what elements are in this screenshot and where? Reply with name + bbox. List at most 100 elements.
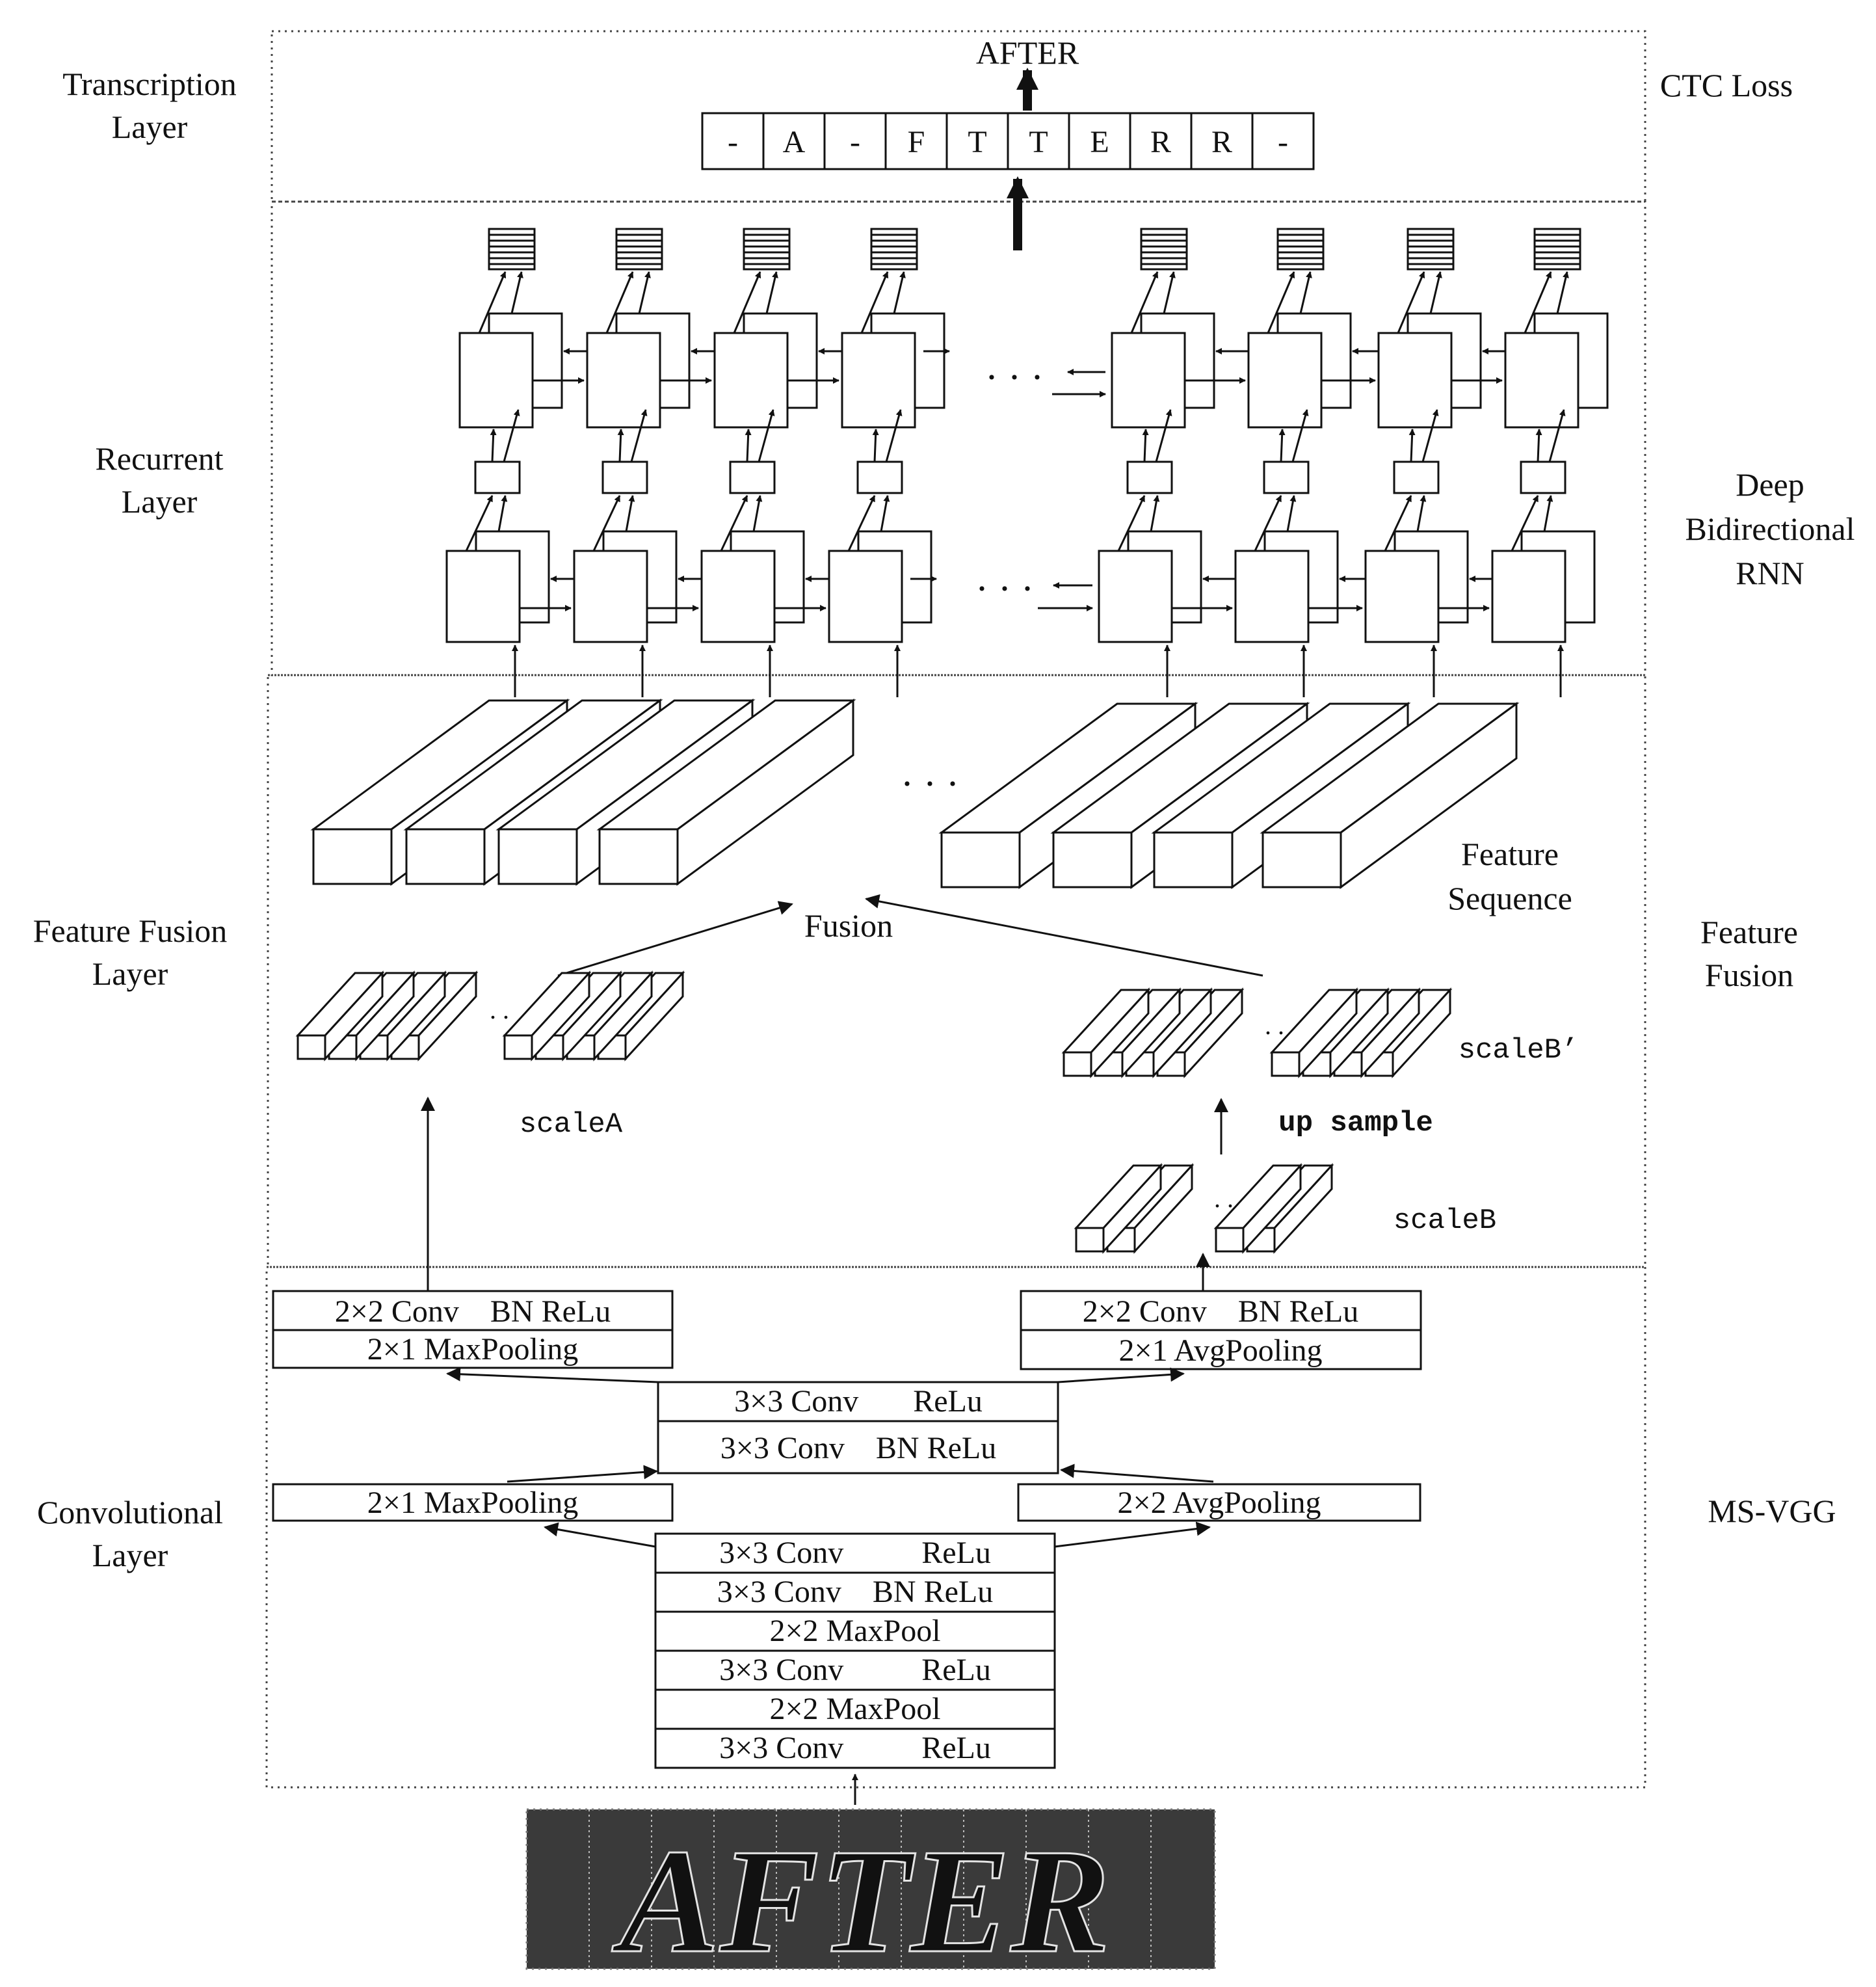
rnn-connector bbox=[474, 460, 521, 494]
output-probability-stack bbox=[1407, 228, 1455, 271]
feature-map-group bbox=[1061, 987, 1245, 1078]
conv-stack-row-label: 2×2 MaxPool bbox=[769, 1614, 940, 1648]
output-text: AFTER bbox=[976, 34, 1079, 71]
rnn-connector bbox=[729, 460, 776, 494]
conv-stack: 3×3 Conv ReLu 3×3 Conv BN ReLu 2×2 MaxPool… bbox=[654, 1532, 1056, 1769]
right-pool-to-middle-arrow bbox=[1060, 1463, 1214, 1483]
rnn-connector bbox=[856, 460, 903, 494]
middle-upper-conv-bn-label: 3×3 Conv BN ReLu bbox=[720, 1431, 996, 1465]
ctc-cell: A bbox=[762, 112, 826, 170]
right-pool-block: 2×2 AvgPooling bbox=[1017, 1483, 1421, 1522]
left-pool-label: 2×1 MaxPooling bbox=[367, 1486, 578, 1520]
feature-map-group bbox=[502, 970, 685, 1061]
rnn-connector bbox=[1520, 460, 1566, 494]
rnn-cell bbox=[445, 530, 550, 643]
conv-stack-row bbox=[654, 1727, 1056, 1769]
scale-b-to-fusion-arrow bbox=[865, 894, 1263, 977]
rnn-ellipsis-top: · · · bbox=[985, 356, 1044, 399]
output-probability-stack bbox=[743, 228, 791, 271]
right-branch-pool-label: 2×1 AvgPooling bbox=[1119, 1333, 1323, 1368]
left-branch-pool-label: 2×1 MaxPooling bbox=[367, 1332, 578, 1367]
scale-b-label: scaleB bbox=[1394, 1205, 1496, 1237]
conv-stack-row bbox=[654, 1649, 1056, 1691]
conv-stack-row-label: 3×3 Conv BN ReLu bbox=[717, 1575, 993, 1609]
rnn-cell bbox=[1098, 530, 1202, 643]
rnn-cell bbox=[841, 312, 945, 429]
ctc-cell-label: R bbox=[1150, 125, 1171, 159]
rnn-ellipsis-bottom: · · · bbox=[975, 567, 1034, 610]
rnn-cell bbox=[586, 312, 691, 429]
left-pool-block: 2×1 MaxPooling bbox=[272, 1483, 674, 1522]
feature-sequence-bar bbox=[1260, 702, 1520, 889]
output-probability-stack bbox=[488, 228, 536, 271]
up-sample-label: up sample bbox=[1278, 1107, 1433, 1140]
scale-feature-maps: . . . . . . bbox=[295, 970, 1453, 1254]
conv-stack-row bbox=[654, 1610, 1056, 1652]
convolutional-frame bbox=[265, 1266, 1646, 1789]
rnn-cell bbox=[1111, 312, 1215, 429]
feature-map-group bbox=[1213, 1163, 1334, 1254]
ctc-cell-label: F bbox=[908, 125, 925, 159]
ctc-cell-label: A bbox=[783, 125, 806, 159]
ctc-cell: R bbox=[1190, 112, 1254, 170]
output-probability-stack bbox=[1533, 228, 1581, 271]
left-branch-conv-label: 2×2 Conv BN ReLu bbox=[335, 1294, 611, 1329]
scale-a-to-fusion-arrow bbox=[557, 901, 793, 977]
conv-stack-row bbox=[654, 1571, 1056, 1613]
rnn-connector bbox=[1393, 460, 1440, 494]
fusion-label: Fusion bbox=[804, 907, 893, 944]
ctc-cell: T bbox=[1007, 112, 1070, 170]
feature-map-group bbox=[1074, 1163, 1195, 1254]
conv-stack-row-label: 3×3 Conv ReLu bbox=[719, 1653, 991, 1687]
middle-to-left-branch-arrow bbox=[446, 1367, 659, 1383]
ctc-cell-label: - bbox=[850, 125, 860, 159]
ctc-cell: E bbox=[1068, 112, 1131, 170]
rnn-cell bbox=[1247, 312, 1352, 429]
left-pool-to-middle-arrow bbox=[507, 1465, 658, 1483]
middle-upper-conv-relu-label: 3×3 Conv ReLu bbox=[734, 1384, 983, 1419]
scale-b-prime-ellipsis: . . bbox=[1265, 1011, 1284, 1040]
ctc-cell-label: T bbox=[1029, 125, 1048, 159]
right-branch-block: 2×2 Conv BN ReLu 2×1 AvgPooling bbox=[1020, 1290, 1422, 1370]
ctc-cell: - bbox=[701, 112, 765, 170]
input-word-image: AFTER bbox=[525, 1808, 1216, 1985]
rnn-cell bbox=[458, 312, 563, 429]
middle-to-right-branch-arrow bbox=[1057, 1367, 1185, 1383]
ctc-cell-label: E bbox=[1090, 125, 1109, 159]
rnn-cell bbox=[828, 530, 932, 643]
recurrent-cells bbox=[445, 228, 1609, 697]
rnn-cell bbox=[1504, 312, 1609, 429]
ctc-cell-label: - bbox=[728, 125, 738, 159]
output-probability-stack bbox=[615, 228, 663, 271]
output-probability-stack bbox=[1276, 228, 1325, 271]
rnn-cell bbox=[1377, 312, 1482, 429]
ctc-cell: F bbox=[884, 112, 948, 170]
output-probability-stack bbox=[870, 228, 918, 271]
right-pool-label: 2×2 AvgPooling bbox=[1118, 1486, 1321, 1520]
output-probability-stack bbox=[1140, 228, 1188, 271]
rnn-connector bbox=[1126, 460, 1173, 494]
rnn-cell bbox=[713, 312, 818, 429]
feature-fusion-frame bbox=[267, 674, 1646, 1268]
input-image-slices bbox=[588, 1809, 1152, 1969]
conv-stack-row-label: 3×3 Conv ReLu bbox=[719, 1731, 991, 1765]
feature-sequence-bar bbox=[596, 699, 856, 886]
ms-vgg-label: MS-VGG bbox=[1708, 1493, 1836, 1529]
conv-stack-row bbox=[654, 1532, 1056, 1574]
feature-map-group bbox=[1269, 987, 1453, 1078]
rnn-cell bbox=[700, 530, 805, 643]
scale-a-label: scaleA bbox=[520, 1108, 623, 1141]
conv-stack-row-label: 3×3 Conv ReLu bbox=[719, 1536, 991, 1570]
ctc-cell-label: - bbox=[1278, 125, 1288, 159]
rnn-cell bbox=[573, 530, 678, 643]
scale-a-ellipsis: . . bbox=[490, 995, 509, 1024]
ctc-loss-label: CTC Loss bbox=[1660, 67, 1793, 103]
scale-b-ellipsis: . . bbox=[1214, 1184, 1234, 1213]
